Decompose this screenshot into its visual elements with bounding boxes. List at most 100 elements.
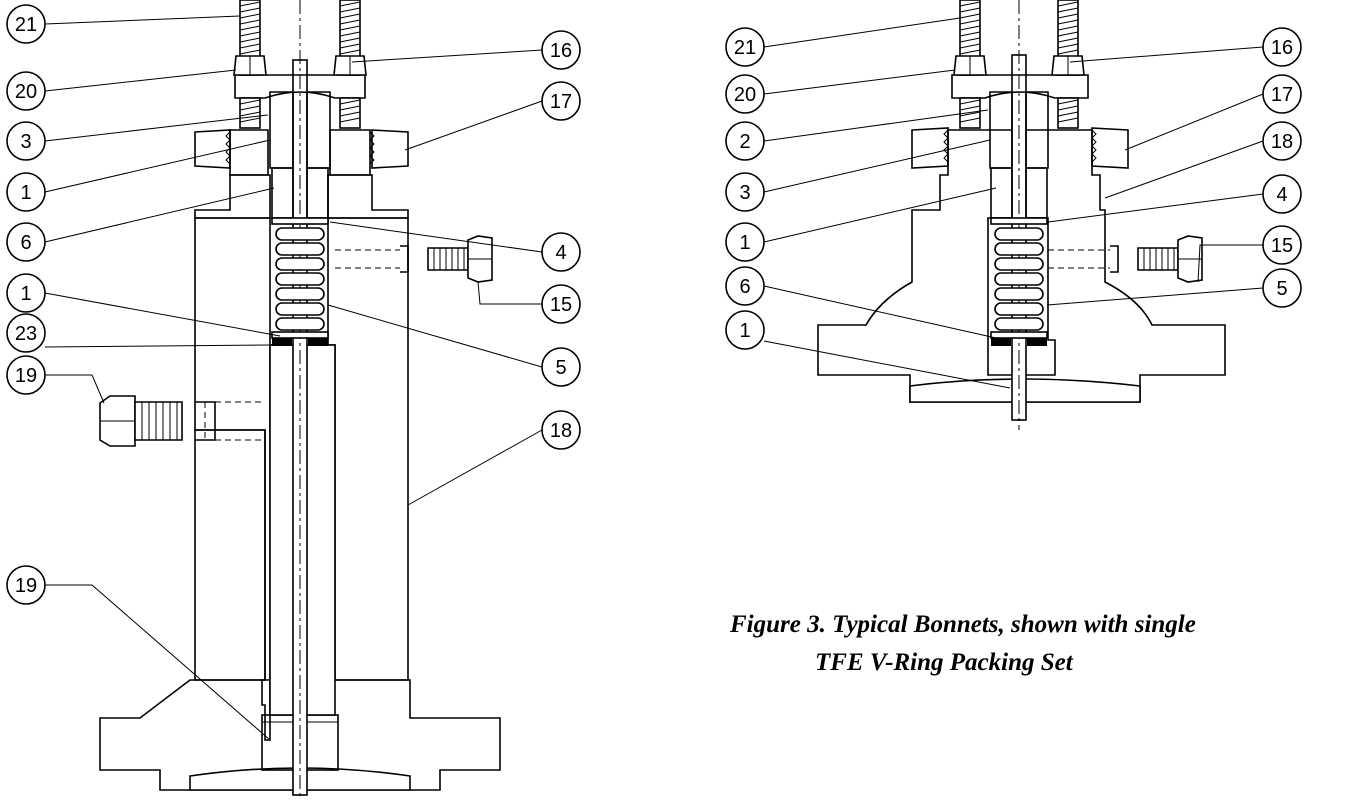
callout-label: 3: [739, 182, 750, 204]
callout-bubble: 15: [1262, 225, 1302, 265]
left-bonnet-body-left-lower: [194, 429, 266, 681]
callout-label: 1: [739, 320, 750, 342]
right-callouts: 21 20 2 3 1 6 1 16 17 18 4 15 5: [725, 27, 1302, 350]
right-packing-follower-right: [1025, 91, 1049, 169]
left-bonnet-neck-right: [327, 174, 409, 219]
callout-label: 21: [734, 37, 756, 59]
callout-bubble: 20: [6, 71, 46, 111]
callout-bubble: 1: [725, 222, 765, 262]
callout-label: 20: [734, 84, 756, 106]
right-packing-spring: [994, 227, 1044, 331]
right-bonnet-body: [817, 129, 1226, 403]
left-plug-19: [99, 395, 265, 447]
right-spring-washer-bottom: [990, 331, 1048, 339]
left-junk-ring-left: [272, 338, 292, 346]
callout-label: 1: [20, 182, 31, 204]
callout-label: 16: [1271, 37, 1293, 59]
callout-label: 19: [15, 365, 37, 387]
callout-bubble: 5: [541, 347, 581, 387]
callout-bubble: 1: [6, 172, 46, 212]
callout-bubble: 4: [541, 232, 581, 272]
callout-bubble: 1: [6, 273, 46, 313]
right-gland-nut-right: [1091, 127, 1129, 169]
callout-bubble: 3: [6, 121, 46, 161]
callout-bubble: 18: [1262, 121, 1302, 161]
right-spring-washer-top: [990, 217, 1048, 225]
callout-bubble: 16: [541, 30, 581, 70]
right-gland-nut-left: [911, 127, 949, 169]
left-junk-ring-right: [308, 338, 328, 346]
left-gland-thread-left: [225, 131, 231, 165]
callout-label: 5: [555, 357, 566, 379]
callout-label: 1: [739, 232, 750, 254]
left-bonnet-bottom-flange: [99, 679, 501, 791]
callout-bubble: 2: [725, 121, 765, 161]
left-bonnet-body-right-wall: [327, 217, 409, 681]
callout-label: 4: [555, 242, 566, 264]
callout-bubble: 3: [725, 172, 765, 212]
callout-bubble: 5: [1262, 268, 1302, 308]
callout-bubble: 1: [725, 310, 765, 350]
callout-label: 15: [550, 294, 572, 316]
caption-line-1: Figure 3. Typical Bonnets, shown with si…: [729, 611, 1196, 638]
callout-bubble: 17: [1262, 74, 1302, 114]
left-spring-washer-bottom: [271, 331, 329, 339]
left-packing-set-right: [306, 167, 329, 219]
callout-bubble: 21: [6, 4, 46, 44]
callout-label: 18: [1271, 131, 1293, 153]
callout-label: 3: [20, 131, 31, 153]
callout-bubble: 17: [541, 81, 581, 121]
callout-label: 5: [1276, 278, 1287, 300]
callout-label: 6: [739, 276, 750, 298]
callout-bubble: 4: [1262, 174, 1302, 214]
caption-line-2: TFE V-Ring Packing Set: [815, 649, 1074, 676]
callout-bubble: 15: [541, 284, 581, 324]
left-gland-nut-right: [371, 129, 409, 169]
left-gland-thread-right: [369, 131, 375, 165]
callout-bubble: 18: [541, 410, 581, 450]
left-packing-set-left: [271, 167, 294, 219]
callout-bubble: 20: [725, 74, 765, 114]
left-plug-15: [335, 235, 493, 283]
right-junk-ring-right: [1027, 338, 1047, 346]
left-bonnet-neck-left: [194, 174, 271, 219]
left-packing-follower-right: [306, 91, 331, 169]
right-standard-bonnet: [817, 0, 1226, 430]
callout-label: 4: [1276, 184, 1287, 206]
callout-label: 17: [550, 91, 572, 113]
callout-label: 18: [550, 420, 572, 442]
callout-bubble: 19: [6, 565, 46, 605]
left-spring-washer-top: [271, 217, 329, 225]
right-junk-ring-left: [991, 338, 1011, 346]
left-bonnet-neck-upper-left: [229, 129, 269, 176]
leader-lines: [44, 15, 1264, 741]
callout-bubble: 19: [6, 355, 46, 395]
callout-label: 1: [20, 283, 31, 305]
callout-label: 16: [550, 40, 572, 62]
callout-bubble: 6: [6, 222, 46, 262]
callout-label: 6: [20, 232, 31, 254]
right-packing-set-left: [990, 167, 1013, 219]
callout-label: 19: [15, 575, 37, 597]
callout-label: 15: [1271, 235, 1293, 257]
left-packing-follower: [269, 91, 294, 169]
figure-caption: Figure 3. Typical Bonnets, shown with si…: [729, 611, 1196, 676]
right-plug-15: [1048, 235, 1203, 283]
callout-bubble: 21: [725, 27, 765, 67]
left-packing-spring: [275, 227, 325, 331]
callout-bubble: 23: [6, 313, 46, 353]
callout-label: 20: [15, 81, 37, 103]
callout-bubble: 16: [1262, 27, 1302, 67]
left-gland-nut-left: [194, 129, 231, 169]
left-bonnet-neck-upper-right: [329, 129, 371, 176]
left-bonnet-body-left-wall: [194, 217, 271, 741]
callout-label: 17: [1271, 84, 1293, 106]
right-packing-set-right: [1025, 167, 1048, 219]
left-extended-bonnet: [99, 0, 501, 799]
callout-label: 21: [15, 14, 37, 36]
callout-label: 23: [15, 323, 37, 345]
left-callouts: 21 20 3 1 6 1 23 19 19 16 17 4 15 5 18: [6, 4, 581, 605]
callout-bubble: 6: [725, 266, 765, 306]
